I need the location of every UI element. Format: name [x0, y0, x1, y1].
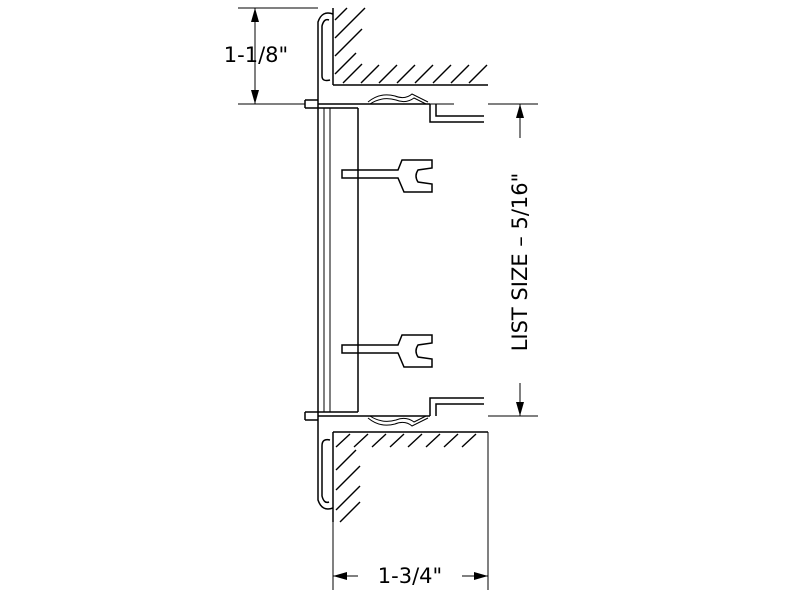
list-size-label-background — [508, 138, 532, 383]
top-wall-hatching — [334, 7, 488, 84]
arrow-right-icon — [474, 572, 488, 580]
arrow-up-icon — [516, 104, 524, 118]
bottom-wall-hatching — [335, 433, 477, 523]
grille-frame-profile — [304, 12, 430, 510]
bottom-depth-label-background — [358, 563, 462, 589]
arrow-down-icon — [516, 402, 524, 416]
dimension-label-list-size: LIST SIZE – 5/16" — [508, 173, 532, 352]
dimension-top-height — [238, 7, 318, 105]
bottom-wall-section — [332, 431, 488, 523]
top-clip-spring — [367, 93, 484, 123]
top-wall-section — [332, 7, 488, 86]
arrow-left-icon — [333, 572, 347, 580]
blade-support-upper — [341, 159, 433, 193]
bottom-clip-spring — [367, 397, 484, 427]
arrow-down-icon — [251, 90, 259, 104]
arrow-up-icon — [251, 8, 259, 22]
dimension-label-top-height: 1-1/8" — [224, 43, 288, 67]
dimension-label-bottom-depth: 1-3/4" — [378, 564, 442, 588]
blade-support-lower — [341, 334, 433, 368]
